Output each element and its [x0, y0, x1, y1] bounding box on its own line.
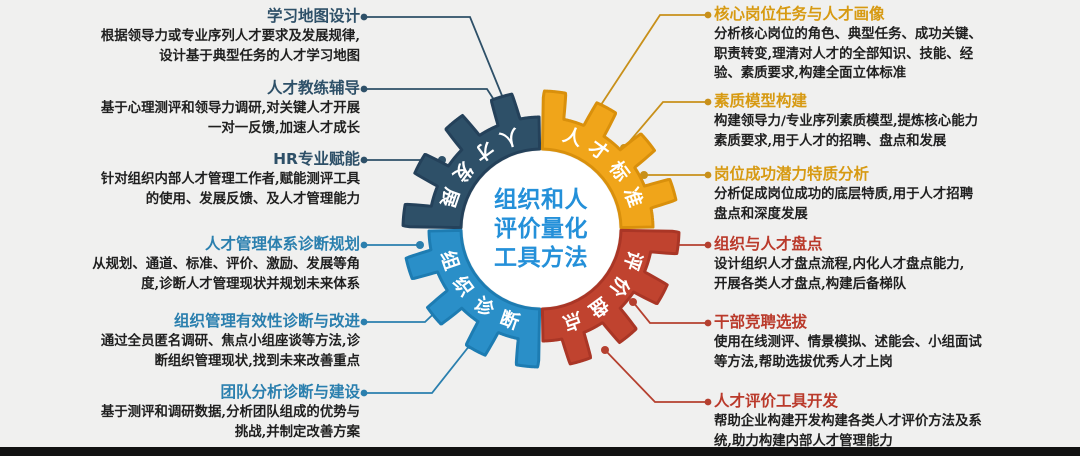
callout-body: 针对组织内部人才管理工作者,赋能测评工具 的使用、发展反馈、及人才管理能力	[0, 170, 360, 209]
callout-body: 基于心理测评和领导力调研,对关键人才开展 一对一反馈,加速人才成长	[0, 99, 360, 138]
callout-talent-coaching[interactable]: 人才教练辅导 基于心理测评和领导力调研,对关键人才开展 一对一反馈,加速人才成长	[0, 78, 360, 138]
callout-learning-map[interactable]: 学习地图设计 根据领导力或专业序列人才要求及发展规律, 设计基于典型任务的人才学…	[0, 6, 360, 66]
callout-body-line: 素质要求,用于人才的招聘、盘点和发展	[714, 132, 947, 149]
callout-title: 组织管理有效性诊断与改进	[173, 312, 360, 330]
callout-body-line: 的使用、发展反馈、及人才管理能力	[145, 190, 360, 207]
callout-title: 干部竞聘选拔	[714, 313, 808, 331]
callout-body-line: 基于心理测评和领导力调研,对关键人才开展	[100, 100, 360, 116]
callout-body: 使用在线测评、情景模拟、述能会、小组面试 等方法,帮助选拔优秀人才上岗	[714, 333, 1074, 372]
callout-body-line: 帮助企业构建开发构建各类人才评价方法及系	[714, 413, 982, 429]
callout-title: HR专业赋能	[273, 150, 360, 168]
callout-title: 组织与人才盘点	[714, 235, 823, 253]
callout-body: 分析促成岗位成功的底层特质,用于人才招聘 盘点和深度发展	[714, 185, 1074, 224]
callout-body-line: 验、素质要求,构建全面立体标准	[714, 65, 907, 81]
callout-body-line: 盘点和深度发展	[714, 205, 808, 222]
callout-success-potential-traits[interactable]: 岗位成功潜力特质分析 分析促成岗位成功的底层特质,用于人才招聘 盘点和深度发展	[714, 164, 1074, 224]
callout-org-talent-review[interactable]: 组织与人才盘点 设计组织人才盘点流程,内化人才盘点能力, 开展各类人才盘点,构建…	[714, 234, 1074, 294]
callout-body-line: 职责转变,理清对人才的全部知识、技能、经	[714, 45, 974, 62]
callout-body-line: 挑战,并制定改善方案	[234, 423, 360, 440]
callout-title: 人才管理体系诊断规划	[204, 235, 360, 253]
gear-segment-evaluation-review[interactable]	[540, 228, 681, 366]
callout-org-effectiveness[interactable]: 组织管理有效性诊断与改进 通过全员匿名调研、焦点小组座谈等方法,诊 断组织管理现…	[0, 311, 360, 371]
callout-body: 设计组织人才盘点流程,内化人才盘点能力, 开展各类人才盘点,构建后备梯队	[714, 255, 1074, 294]
callout-talent-system-diagnosis[interactable]: 人才管理体系诊断规划 从规划、通道、标准、评价、激励、发展等角 度,诊断人才管理…	[0, 234, 360, 294]
callout-body-line: 等方法,帮助选拔优秀人才上岗	[714, 353, 893, 370]
callout-body: 分析核心岗位的角色、典型任务、成功关键、 职责转变,理清对人才的全部知识、技能、…	[714, 25, 1074, 84]
callout-body-line: 从规划、通道、标准、评价、激励、发展等角	[92, 256, 360, 272]
callout-body-line: 一对一反馈,加速人才成长	[208, 119, 360, 136]
bottom-bar	[0, 447, 1080, 456]
callout-body-line: 分析核心岗位的角色、典型任务、成功关键、	[714, 26, 982, 42]
callout-body: 基于测评和调研数据,分析团队组成的优势与 挑战,并制定改善方案	[0, 403, 360, 442]
callout-body: 通过全员匿名调研、焦点小组座谈等方法,诊 断组织管理现状,找到未来改善重点	[0, 332, 360, 371]
callout-body-line: 使用在线测评、情景模拟、述能会、小组面试	[714, 334, 982, 350]
callout-body-line: 统,助力构建内部人才管理能力	[714, 432, 893, 449]
callout-title: 人才教练辅导	[266, 79, 360, 97]
gear-segment-talent-standard[interactable]	[540, 89, 678, 230]
callout-title: 核心岗位任务与人才画像	[714, 5, 885, 23]
callout-body: 根据领导力或专业序列人才要求及发展规律, 设计基于典型任务的人才学习地图	[0, 27, 360, 66]
callout-body-line: 设计基于典型任务的人才学习地图	[159, 47, 360, 64]
callout-body: 构建领导力/专业序列素质模型,提炼核心能力 素质要求,用于人才的招聘、盘点和发展	[714, 112, 1074, 151]
callout-competency-model[interactable]: 素质模型构建 构建领导力/专业序列素质模型,提炼核心能力 素质要求,用于人才的招…	[714, 91, 1074, 151]
callout-body-line: 开展各类人才盘点,构建后备梯队	[714, 275, 907, 292]
callout-body-line: 度,诊断人才管理现状并规划未来体系	[141, 275, 360, 292]
callout-body-line: 通过全员匿名调研、焦点小组座谈等方法,诊	[100, 333, 360, 349]
callout-body-line: 设计组织人才盘点流程,内化人才盘点能力,	[714, 256, 965, 272]
callout-assessment-tool-dev[interactable]: 人才评价工具开发 帮助企业构建开发构建各类人才评价方法及系 统,助力构建内部人才…	[714, 391, 1074, 451]
callout-body-line: 断组织管理现状,找到未来改善重点	[154, 352, 360, 369]
callout-title: 团队分析诊断与建设	[220, 383, 360, 401]
callout-body: 帮助企业构建开发构建各类人才评价方法及系 统,助力构建内部人才管理能力	[714, 412, 1074, 451]
callout-title: 人才评价工具开发	[714, 392, 839, 410]
callout-title: 学习地图设计	[266, 7, 360, 25]
callout-body-line: 基于测评和调研数据,分析团队组成的优势与	[100, 404, 360, 420]
callout-body-line: 构建领导力/专业序列素质模型,提炼核心能力	[714, 113, 978, 129]
callout-body: 从规划、通道、标准、评价、激励、发展等角 度,诊断人才管理现状并规划未来体系	[0, 255, 360, 294]
callout-team-analysis[interactable]: 团队分析诊断与建设 基于测评和调研数据,分析团队组成的优势与 挑战,并制定改善方…	[0, 382, 360, 442]
callout-hr-enablement[interactable]: HR专业赋能 针对组织内部人才管理工作者,赋能测评工具 的使用、发展反馈、及人才…	[0, 149, 360, 209]
callout-cadre-selection[interactable]: 干部竞聘选拔 使用在线测评、情景模拟、述能会、小组面试 等方法,帮助选拔优秀人才…	[714, 312, 1074, 372]
callout-body-line: 根据领导力或专业序列人才要求及发展规律,	[100, 28, 360, 44]
callout-core-role-profile[interactable]: 核心岗位任务与人才画像 分析核心岗位的角色、典型任务、成功关键、 职责转变,理清…	[714, 4, 1074, 84]
gear-segment-org-diagnosis[interactable]	[404, 228, 542, 369]
callout-body-line: 针对组织内部人才管理工作者,赋能测评工具	[100, 171, 360, 187]
callout-title: 素质模型构建	[714, 92, 808, 110]
gear-wheel: 人才发展人才标准组织诊断评价盘点	[396, 84, 686, 374]
callout-body-line: 分析促成岗位成功的底层特质,用于人才招聘	[714, 186, 974, 202]
gear-segment-talent-development[interactable]	[401, 92, 542, 230]
callout-title: 岗位成功潜力特质分析	[714, 165, 870, 183]
